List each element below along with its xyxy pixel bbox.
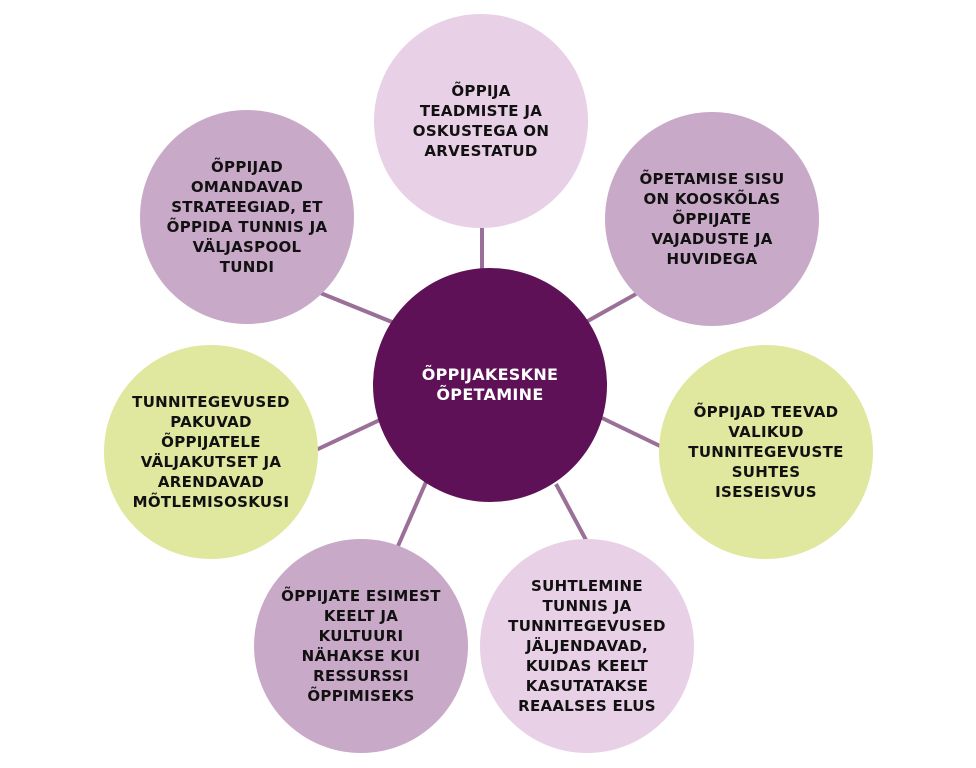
node-bottom-right-label: SUHTLEMINE TUNNIS JA TUNNITEGEVUSED JÄLJ… [508,577,666,715]
node-right-label: ÕPPIJAD TEEVAD VALIKUD TUNNITEGEVUSTE SU… [688,403,844,501]
node-top-label: ÕPPIJA TEADMISTE JA OSKUSTEGA ON ARVESTA… [412,82,550,160]
node-top-right: ÕPETAMISE SISU ON KOOSKÕLAS ÕPPIJATE VAJ… [605,112,819,326]
connector-right [601,416,661,448]
node-left-label: TUNNITEGEVUSED PAKUVAD ÕPPIJATELE VÄLJAK… [132,393,290,511]
node-left: TUNNITEGEVUSED PAKUVAD ÕPPIJATELE VÄLJAK… [104,345,318,559]
connector-bottom-left [396,481,428,547]
node-top: ÕPPIJA TEADMISTE JA OSKUSTEGA ON ARVESTA… [374,14,588,228]
node-bottom-right: SUHTLEMINE TUNNIS JA TUNNITEGEVUSED JÄLJ… [480,539,694,753]
center-node: ÕPPIJAKESKNE ÕPETAMINE [373,268,607,502]
node-bottom-left-label: ÕPPIJATE ESIMEST KEELT JA KULTUURI NÄHAK… [281,587,441,705]
connector-top-right [585,292,637,324]
node-right: ÕPPIJAD TEEVAD VALIKUD TUNNITEGEVUSTE SU… [659,345,873,559]
node-bottom-left: ÕPPIJATE ESIMEST KEELT JA KULTUURI NÄHAK… [254,539,468,753]
node-top-left-label: ÕPPIJAD OMANDAVAD STRATEEGIAD, ET ÕPPIDA… [166,158,328,276]
center-node-label: ÕPPIJAKESKNE ÕPETAMINE [421,365,559,404]
node-top-right-label: ÕPETAMISE SISU ON KOOSKÕLAS ÕPPIJATE VAJ… [639,170,785,268]
connector-top-left [317,290,393,324]
connector-left [315,416,385,452]
connector-bottom-right [554,483,588,541]
node-top-left: ÕPPIJAD OMANDAVAD STRATEEGIAD, ET ÕPPIDA… [140,110,354,324]
